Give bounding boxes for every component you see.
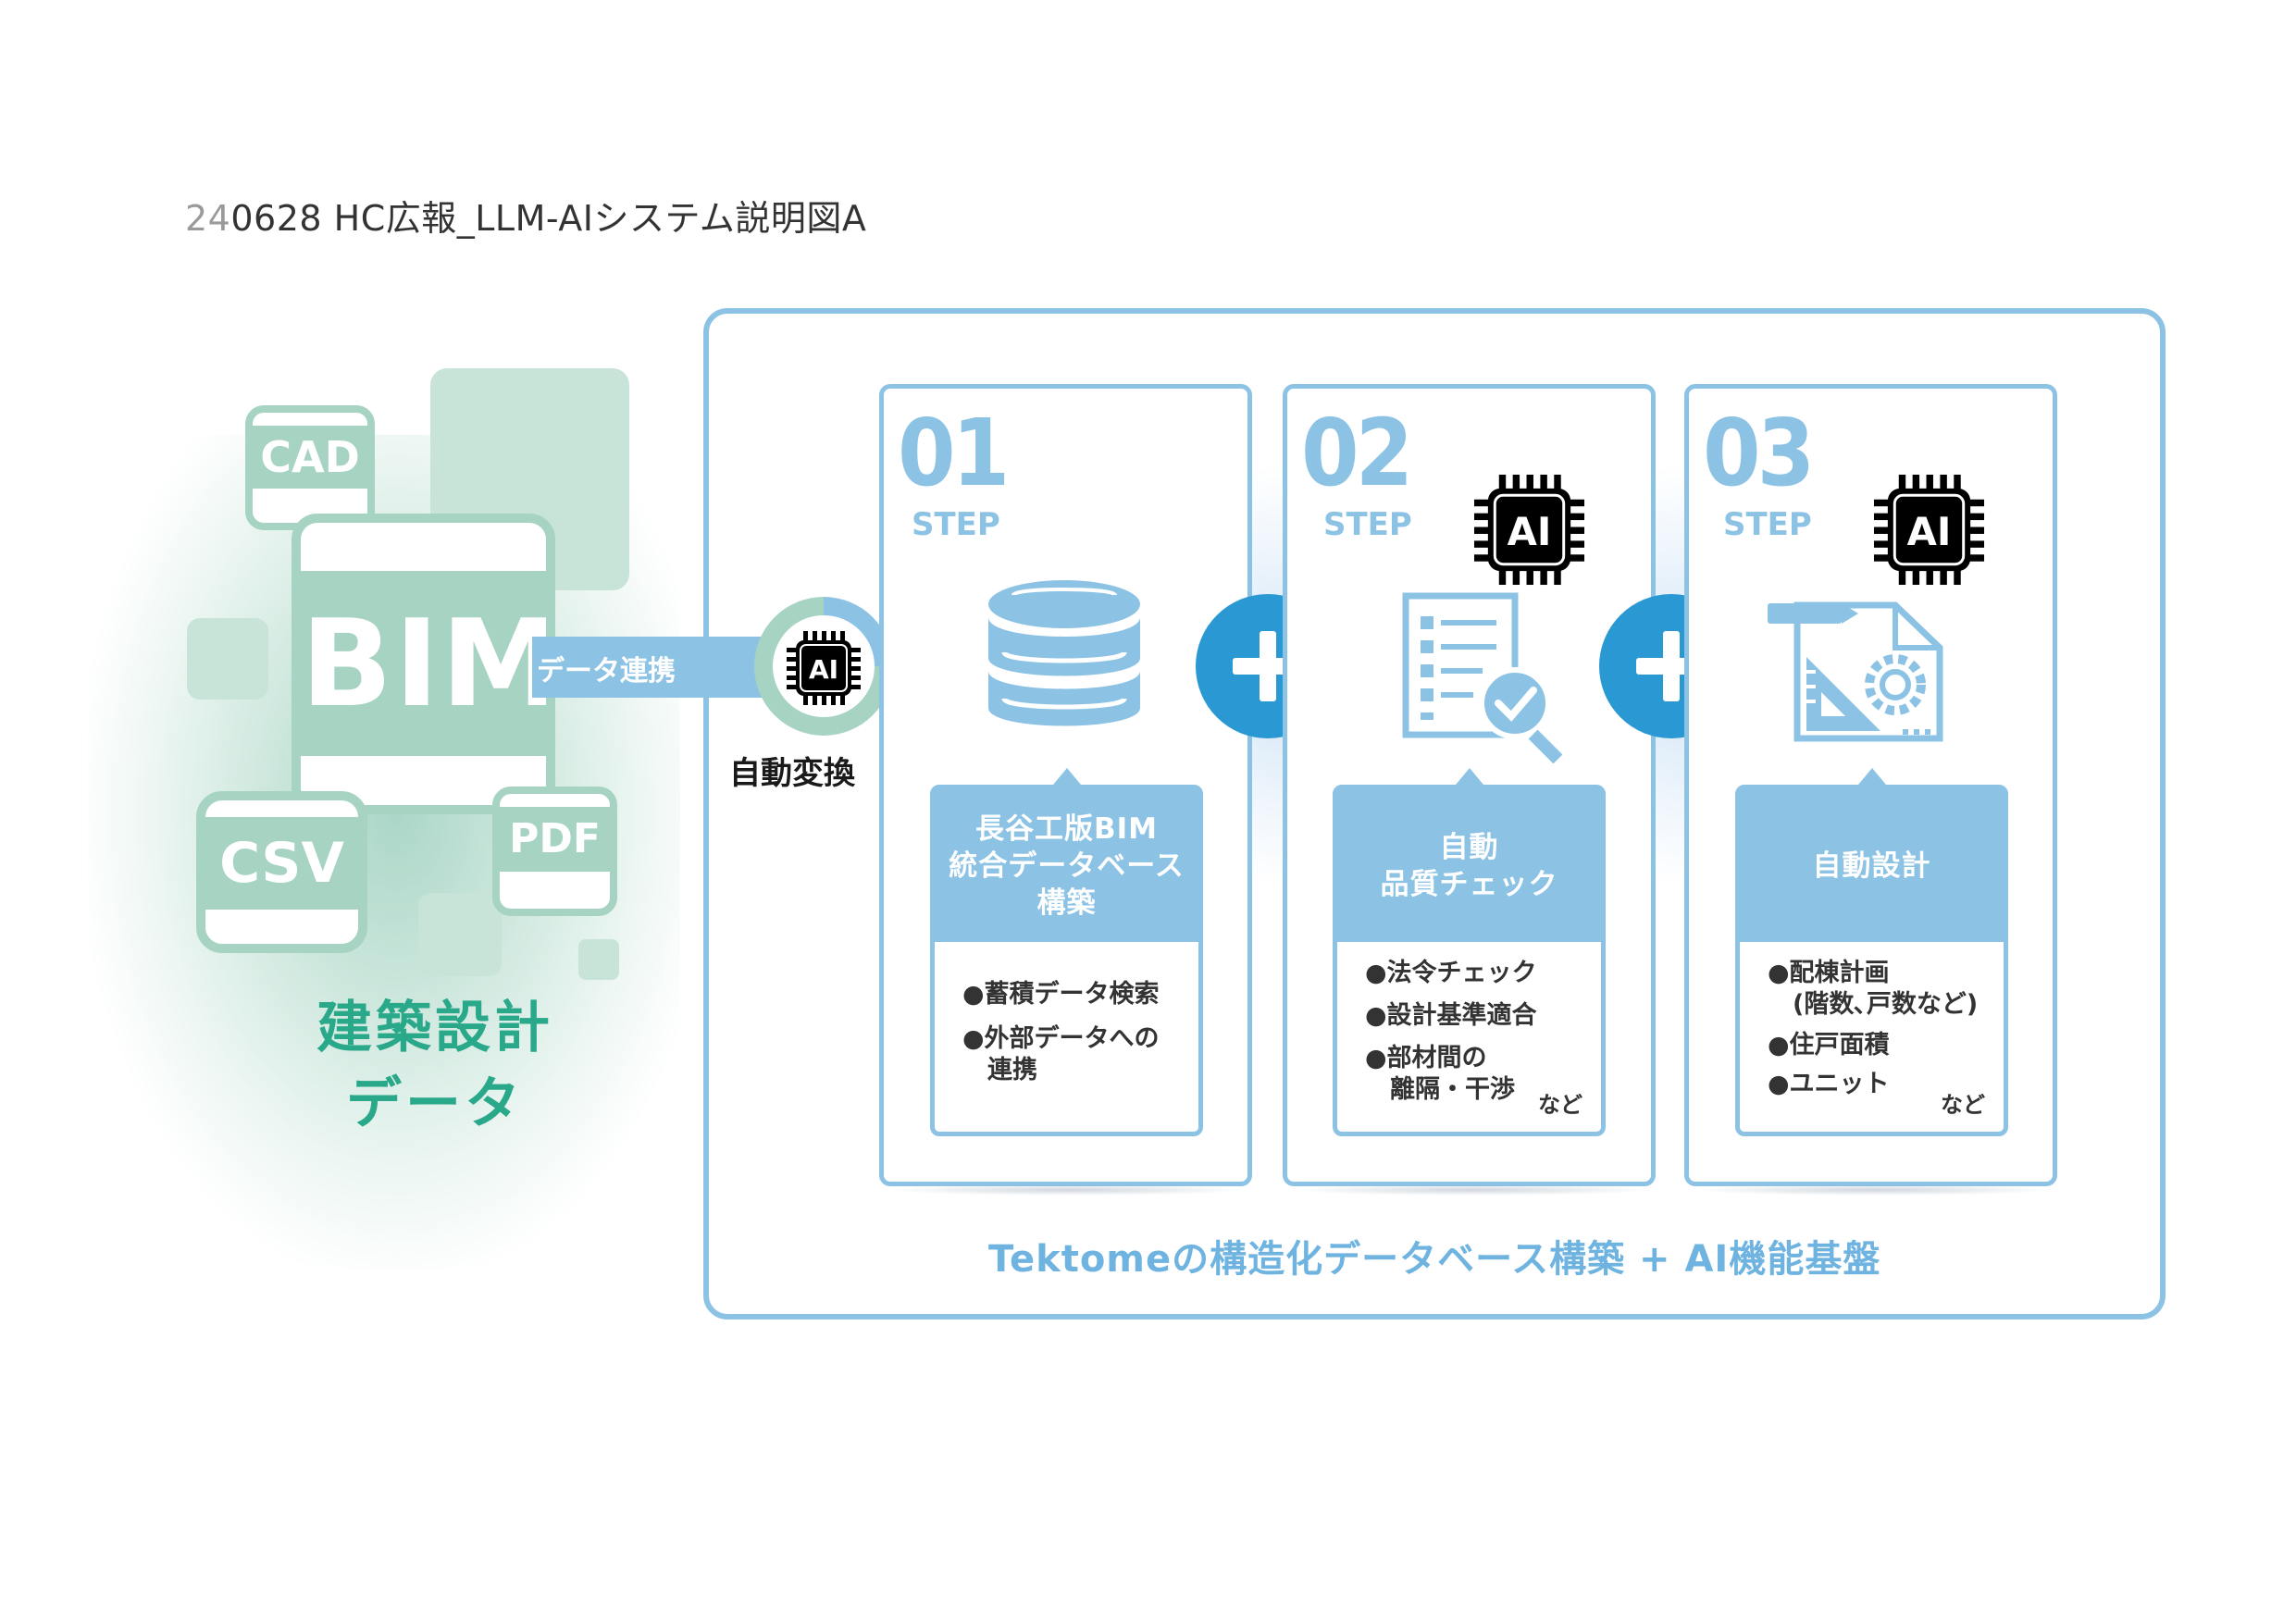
data-link-label: データ連携 bbox=[537, 655, 676, 688]
callout-pointer bbox=[1858, 768, 1886, 785]
platform-caption: Tektomeの構造化データベース構築 + AI機能基盤 bbox=[988, 1238, 1881, 1281]
bim-label: BIM bbox=[301, 571, 546, 756]
checklist-magnifier-icon bbox=[1402, 592, 1563, 763]
ai-badge-text: AI bbox=[1508, 509, 1552, 554]
step-3-number: 03 bbox=[1703, 399, 1815, 507]
ai-chip-icon: AI bbox=[1473, 474, 1585, 586]
pdf-label: PDF bbox=[500, 807, 610, 872]
pdf-file-card: PDF bbox=[492, 787, 617, 916]
bullet-item: 離隔・干渉 bbox=[1365, 1075, 1515, 1104]
bullet-item: ●設計基準適合 bbox=[1365, 1001, 1537, 1030]
csv-label: CSV bbox=[205, 817, 358, 910]
callout-pointer bbox=[1456, 768, 1483, 785]
bullet-item: 連携 bbox=[962, 1056, 1037, 1084]
bullet-item: (階数､戸数など) bbox=[1768, 990, 1979, 1019]
bullet-item: ●部材間の bbox=[1365, 1044, 1487, 1072]
step-2-number: 02 bbox=[1301, 399, 1413, 507]
decor-square bbox=[418, 893, 502, 976]
ai-chip-icon: AI bbox=[787, 631, 861, 705]
document-title: 240628 HC広報_LLM-AIシステム説明図A bbox=[185, 198, 867, 239]
card-shadow bbox=[1694, 1184, 2054, 1196]
etc-label: など bbox=[1538, 1092, 1582, 1118]
bullet-item: ●住戸面積 bbox=[1768, 1031, 1890, 1059]
step-1-title: 長谷工版BIM 統合データベース 構築 bbox=[935, 789, 1198, 942]
cad-label: CAD bbox=[253, 426, 367, 489]
step-1-word: STEP bbox=[912, 506, 1000, 543]
step-3-title: 自動設計 bbox=[1740, 789, 2004, 942]
bim-file-card: BIM bbox=[292, 514, 555, 814]
step-1-callout: 長谷工版BIM 統合データベース 構築 ●蓄積データ検索 ●外部データへの 連携 bbox=[930, 785, 1203, 1136]
step-3-word: STEP bbox=[1723, 506, 1812, 543]
ai-badge-text: AI bbox=[1907, 509, 1952, 554]
step-2-callout: 自動 品質チェック ●法令チェック ●設計基準適合 ●部材間の 離隔・干渉 など bbox=[1333, 785, 1606, 1136]
card-shadow bbox=[1292, 1184, 1653, 1196]
csv-file-card: CSV bbox=[196, 791, 367, 953]
ai-chip-icon: AI bbox=[1873, 474, 1985, 586]
design-drawing-gear-icon bbox=[1768, 601, 1943, 742]
bullet-item: ●法令チェック bbox=[1365, 959, 1537, 987]
bullet-item: ●蓄積データ検索 bbox=[962, 980, 1160, 1009]
bullet-item: ●ユニット bbox=[1768, 1070, 1890, 1098]
card-shadow bbox=[888, 1184, 1249, 1196]
decor-square bbox=[187, 618, 268, 700]
step-3-callout: 自動設計 ●配棟計画 (階数､戸数など) ●住戸面積 ●ユニット など bbox=[1735, 785, 2008, 1136]
decor-square bbox=[578, 939, 619, 980]
step-1-number: 01 bbox=[898, 399, 1010, 507]
building-design-data-caption: 建築設計 データ bbox=[316, 996, 553, 1136]
bullet-item: ●外部データへの bbox=[962, 1024, 1160, 1053]
auto-conversion-label: 自動変換 bbox=[729, 755, 855, 792]
etc-label: など bbox=[1941, 1092, 1985, 1118]
cad-file-card: CAD bbox=[245, 405, 375, 530]
step-2-word: STEP bbox=[1323, 506, 1412, 543]
ai-badge-text: AI bbox=[809, 654, 838, 685]
step-2-title: 自動 品質チェック bbox=[1337, 789, 1601, 942]
callout-pointer bbox=[1053, 768, 1081, 785]
database-icon bbox=[988, 580, 1140, 726]
bullet-item: ●配棟計画 bbox=[1768, 959, 1890, 987]
